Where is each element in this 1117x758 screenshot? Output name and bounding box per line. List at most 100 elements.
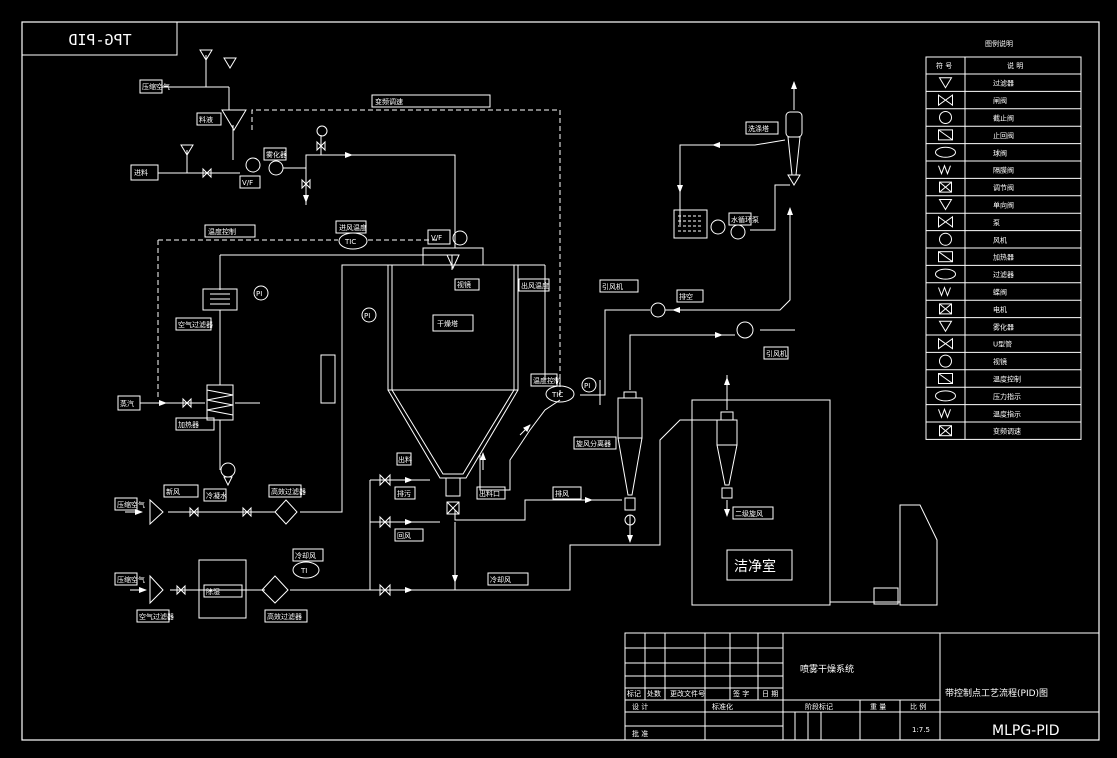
legend-desc: 电机 — [993, 305, 1007, 314]
svg-text:干燥塔: 干燥塔 — [437, 319, 458, 328]
svg-text:高效过滤器: 高效过滤器 — [267, 612, 302, 621]
tic-tag-2: TIC — [551, 391, 563, 399]
gate-valve-icon — [938, 94, 953, 107]
drawing-border — [21, 21, 1100, 741]
svg-text:变频调速: 变频调速 — [375, 97, 403, 106]
svg-text:进料: 进料 — [134, 168, 148, 177]
svg-text:冷凝水: 冷凝水 — [206, 491, 227, 500]
instruments: PI PI PI TIC TIC TI V/F V/F — [239, 175, 597, 579]
svg-text:排污: 排污 — [397, 489, 411, 498]
secondary-cyclone — [716, 411, 738, 499]
svg-text:加热器: 加热器 — [178, 420, 199, 429]
legend-desc: 调节阀 — [993, 183, 1014, 192]
clean-room-label: 洁净室 — [734, 558, 776, 575]
svg-text:洗涤塔: 洗涤塔 — [748, 124, 769, 133]
tb-col-sign: 签 字 — [733, 689, 749, 698]
svg-text:新风: 新风 — [166, 487, 180, 496]
regulating-valve-icon — [939, 181, 952, 193]
svg-text:排空: 排空 — [679, 292, 693, 301]
tb-drawing-no: MLPG-PID — [992, 723, 1060, 739]
temp-indicator-icon — [938, 407, 951, 419]
butterfly-valve-icon — [938, 286, 951, 297]
legend-desc: 止回阀 — [993, 131, 1014, 140]
tb-stage-mark: 阶段标记 — [805, 702, 833, 711]
vf-tag-1: V/F — [242, 179, 253, 187]
heater-icon — [938, 251, 953, 263]
vf-drive-icon — [939, 425, 952, 437]
legend-desc: 压力指示 — [993, 392, 1021, 401]
svg-text:二级旋风: 二级旋风 — [735, 509, 763, 518]
heat-exchanger — [202, 288, 238, 487]
svg-text:压缩空气: 压缩空气 — [117, 575, 145, 584]
vf-tag-2: V/F — [431, 234, 442, 242]
legend-desc: U型管 — [993, 340, 1012, 349]
svg-text:引风机: 引风机 — [766, 349, 787, 358]
filter-box-icon — [935, 268, 956, 280]
legend-desc: 温度控制 — [993, 375, 1021, 384]
legend-col-symbol: 符 号 — [936, 61, 952, 70]
svg-text:引风机: 引风机 — [602, 282, 623, 291]
legend-desc: 闸阀 — [993, 96, 1007, 105]
tb-standard: 标准化 — [712, 702, 733, 711]
legend-desc: 过滤器 — [993, 270, 1014, 279]
flow-arrows — [125, 81, 797, 593]
filter-funnel-icon — [938, 77, 953, 89]
svg-text:温度控制: 温度控制 — [533, 376, 561, 385]
process-labels: 压缩空气 进料 料液 雾化器 变频调速 温度控制 进风温度 干燥塔 视镜 出风温… — [114, 79, 789, 623]
tb-scale-label: 比 例 — [910, 702, 926, 711]
legend-desc: 视镜 — [993, 357, 1007, 366]
motor-icon — [939, 303, 952, 315]
legend-desc: 单向阀 — [993, 201, 1014, 210]
process-lines — [140, 55, 795, 591]
fan-icon — [939, 232, 952, 246]
svg-text:出风温度: 出风温度 — [521, 281, 549, 290]
svg-text:高效过滤器: 高效过滤器 — [271, 487, 306, 496]
legend-desc: 过滤器 — [993, 79, 1014, 88]
svg-text:温度控制: 温度控制 — [208, 227, 236, 236]
ti-tag: TI — [300, 567, 307, 575]
svg-text:冷却风: 冷却风 — [295, 551, 316, 560]
scrubber-tank — [673, 111, 803, 239]
svg-text:回风: 回风 — [397, 532, 411, 540]
pi-tag-2: PI — [364, 312, 370, 320]
pump-icon — [938, 215, 953, 228]
tb-drawing-title: 带控制点工艺流程(PID)图 — [945, 687, 1048, 699]
svg-text:出料口: 出料口 — [479, 489, 500, 498]
mirrored-title: TPG-PID — [68, 31, 131, 49]
legend-desc: 球阀 — [993, 148, 1007, 157]
sight-glass-icon — [939, 354, 952, 368]
legend-col-desc: 说 明 — [1007, 61, 1023, 70]
one-way-valve-icon — [938, 199, 953, 211]
tb-weight: 重 量 — [870, 703, 886, 711]
legend-desc: 变频调速 — [993, 427, 1021, 436]
legend-desc: 蝶阀 — [993, 288, 1007, 297]
svg-text:冷却风: 冷却风 — [490, 575, 511, 584]
tb-col-mark: 标记 — [627, 689, 641, 698]
check-valve-icon — [938, 129, 953, 141]
svg-text:压缩空气: 压缩空气 — [117, 500, 145, 509]
pi-tag-1: PI — [256, 290, 262, 298]
mirrored-title-box: TPG-PID — [21, 21, 178, 56]
tb-col-qty: 处数 — [647, 689, 661, 698]
svg-text:雾化器: 雾化器 — [266, 150, 287, 159]
tb-row-approve: 批 准 — [632, 729, 648, 738]
title-block: 标记 处数 更改文件号 签 字 日 期 设 计 标准化 批 准 阶段标记 重 量… — [624, 632, 1100, 741]
svg-text:料液: 料液 — [199, 115, 213, 124]
svg-text:视镜: 视镜 — [457, 280, 471, 289]
drying-chamber — [387, 247, 519, 515]
svg-text:进风温度: 进风温度 — [339, 223, 367, 232]
svg-text:蒸汽: 蒸汽 — [120, 399, 134, 408]
tic-tag-1: TIC — [344, 238, 356, 246]
pumps — [245, 125, 754, 339]
pressure-indicator-icon — [935, 390, 956, 402]
legend: 图例说明 符 号说 明过滤器闸阀截止阀止回阀球阀隔膜阀调节阀单向阀泵风机加热器过… — [925, 39, 1082, 440]
legend-desc: 温度指示 — [993, 409, 1021, 418]
svg-text:排风: 排风 — [555, 489, 569, 498]
temp-control-icon — [938, 373, 953, 384]
legend-desc: 截止阀 — [993, 114, 1014, 123]
legend-desc: 雾化器 — [993, 322, 1014, 331]
svg-text:旋风分离器: 旋风分离器 — [576, 439, 611, 448]
valves — [176, 140, 391, 597]
legend-desc: 加热器 — [993, 253, 1014, 262]
